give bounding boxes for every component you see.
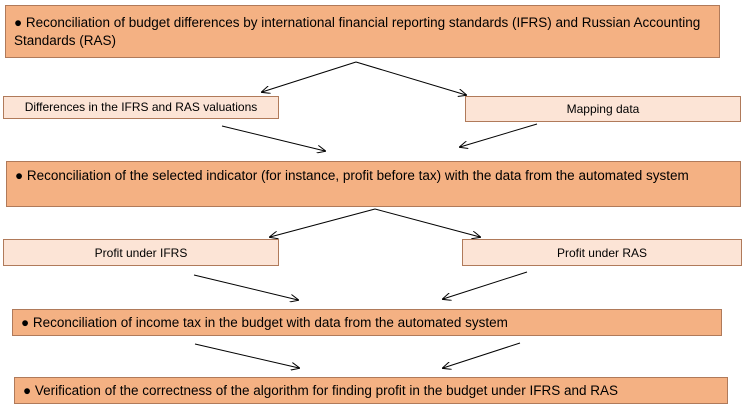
- arrow-profit-ifrs-to-step3: [193, 274, 298, 300]
- step-2-box: ● Reconciliation of the selected indicat…: [6, 161, 741, 207]
- arrow-step2-to-profit-ras: [374, 208, 480, 237]
- mapping-data-text: Mapping data: [566, 102, 640, 116]
- step-2-text: ● Reconciliation of the selected indicat…: [15, 168, 689, 183]
- arrow-step3-to-step4-right: [443, 342, 521, 368]
- profit-ras-box: Profit under RAS: [462, 239, 742, 266]
- arrow-step3-to-step4-left: [194, 343, 299, 368]
- arrow-differences-to-step2: [221, 125, 325, 151]
- arrow-step1-to-differences: [262, 61, 357, 92]
- profit-ifrs-box: Profit under IFRS: [3, 239, 279, 266]
- differences-box: Differences in the IFRS and RAS valuatio…: [3, 96, 279, 119]
- differences-text: Differences in the IFRS and RAS valuatio…: [24, 100, 258, 114]
- profit-ras-text: Profit under RAS: [556, 246, 648, 260]
- arrow-step1-to-mapping: [355, 61, 466, 95]
- mapping-data-box: Mapping data: [465, 96, 741, 122]
- step-3-box: ● Reconciliation of income tax in the bu…: [12, 309, 722, 336]
- step-4-box: ● Verification of the correctness of the…: [14, 377, 728, 404]
- profit-ifrs-text: Profit under IFRS: [94, 246, 188, 260]
- step-4-text: ● Verification of the correctness of the…: [23, 383, 618, 398]
- arrow-profit-ras-to-step3: [443, 271, 528, 299]
- step-1-text: ● Reconciliation of budget differences b…: [14, 15, 701, 48]
- step-3-text: ● Reconciliation of income tax in the bu…: [21, 315, 508, 330]
- arrow-step2-to-profit-ifrs: [270, 208, 376, 237]
- arrow-mapping-to-step2: [460, 123, 538, 147]
- step-1-box: ● Reconciliation of budget differences b…: [5, 5, 720, 58]
